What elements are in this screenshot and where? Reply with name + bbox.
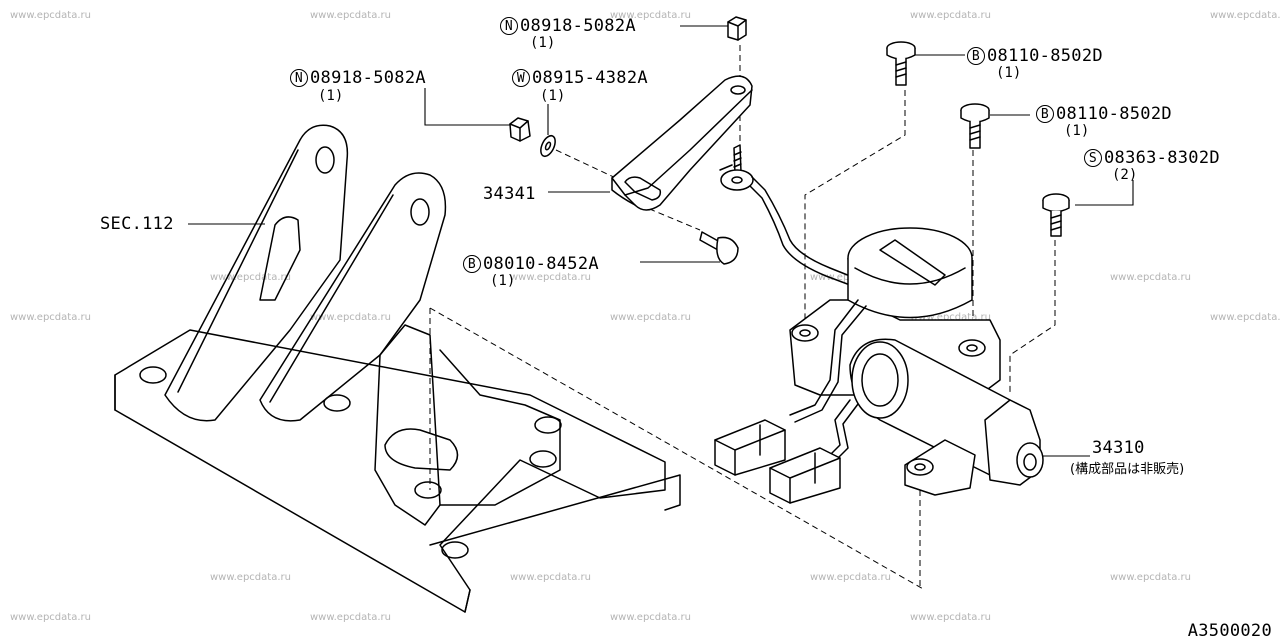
bolt-symbol-icon: B bbox=[1036, 105, 1054, 123]
part-number: 08918-5082A bbox=[520, 16, 636, 36]
part-qty: (1) bbox=[318, 88, 344, 104]
bolt-upper bbox=[886, 41, 916, 86]
part-qty: (1) bbox=[540, 88, 566, 104]
bolt-right bbox=[1042, 193, 1070, 237]
watermark: www.epcdata.ru bbox=[810, 572, 891, 583]
nut-symbol-icon: N bbox=[290, 69, 308, 87]
watermark: www.epcdata.ru bbox=[10, 312, 91, 323]
part-number: 08363-8302D bbox=[1104, 148, 1220, 168]
watermark: www.epcdata.ru bbox=[1210, 10, 1280, 21]
control-rod bbox=[720, 144, 861, 289]
bolt-symbol-icon: B bbox=[463, 255, 481, 273]
watermark: www.epcdata.ru bbox=[310, 10, 391, 21]
watermark: www.epcdata.ru bbox=[610, 10, 691, 21]
watermark: www.epcdata.ru bbox=[1210, 312, 1280, 323]
nut-left bbox=[509, 117, 531, 142]
watermark: www.epcdata.ru bbox=[1110, 272, 1191, 283]
bolt-middle bbox=[960, 103, 990, 149]
nut-upper bbox=[727, 16, 747, 41]
watermark: www.epcdata.ru bbox=[210, 572, 291, 583]
watermark: www.epcdata.ru bbox=[210, 272, 291, 283]
watermark: www.epcdata.ru bbox=[910, 612, 991, 623]
watermark: www.epcdata.ru bbox=[10, 612, 91, 623]
leader-lines bbox=[188, 25, 1134, 457]
part-number: 08110-8502D bbox=[987, 46, 1103, 66]
diagram-code: A3500020 bbox=[1187, 621, 1272, 641]
part-qty: (1) bbox=[490, 273, 516, 289]
bolt-bracket bbox=[699, 231, 739, 265]
part-number: 08918-5082A bbox=[310, 68, 426, 88]
part-qty: (2) bbox=[1112, 167, 1138, 183]
watermark: www.epcdata.ru bbox=[10, 10, 91, 21]
watermark: www.epcdata.ru bbox=[310, 312, 391, 323]
actuator-34310 bbox=[714, 227, 1044, 504]
rod-bracket-34341 bbox=[611, 75, 753, 211]
watermark: www.epcdata.ru bbox=[510, 272, 591, 283]
watermark: www.epcdata.ru bbox=[310, 612, 391, 623]
part-number: 08915-4382A bbox=[532, 68, 648, 88]
nut-symbol-icon: N bbox=[500, 17, 518, 35]
part-label-34310: 34310 bbox=[1092, 438, 1145, 458]
watermark: www.epcdata.ru bbox=[610, 312, 691, 323]
washer bbox=[540, 134, 556, 158]
part-qty: (1) bbox=[530, 35, 556, 51]
watermark: www.epcdata.ru bbox=[1110, 572, 1191, 583]
part-label-34341: 34341 bbox=[483, 184, 536, 204]
part-number: 08110-8502D bbox=[1056, 104, 1172, 124]
watermark: www.epcdata.ru bbox=[910, 312, 991, 323]
part-qty: (1) bbox=[996, 65, 1022, 81]
bolt-symbol-icon: B bbox=[967, 47, 985, 65]
screw-symbol-icon: S bbox=[1084, 149, 1102, 167]
watermark: www.epcdata.ru bbox=[610, 612, 691, 623]
mounting-bracket bbox=[114, 124, 681, 613]
part-number: 08010-8452A bbox=[483, 254, 599, 274]
part-note-34310: (構成部品は非販売) bbox=[1070, 462, 1185, 477]
watermark: www.epcdata.ru bbox=[910, 10, 991, 21]
section-reference: SEC.112 bbox=[100, 214, 174, 234]
washer-symbol-icon: W bbox=[512, 69, 530, 87]
watermark: www.epcdata.ru bbox=[510, 572, 591, 583]
part-qty: (1) bbox=[1064, 123, 1090, 139]
